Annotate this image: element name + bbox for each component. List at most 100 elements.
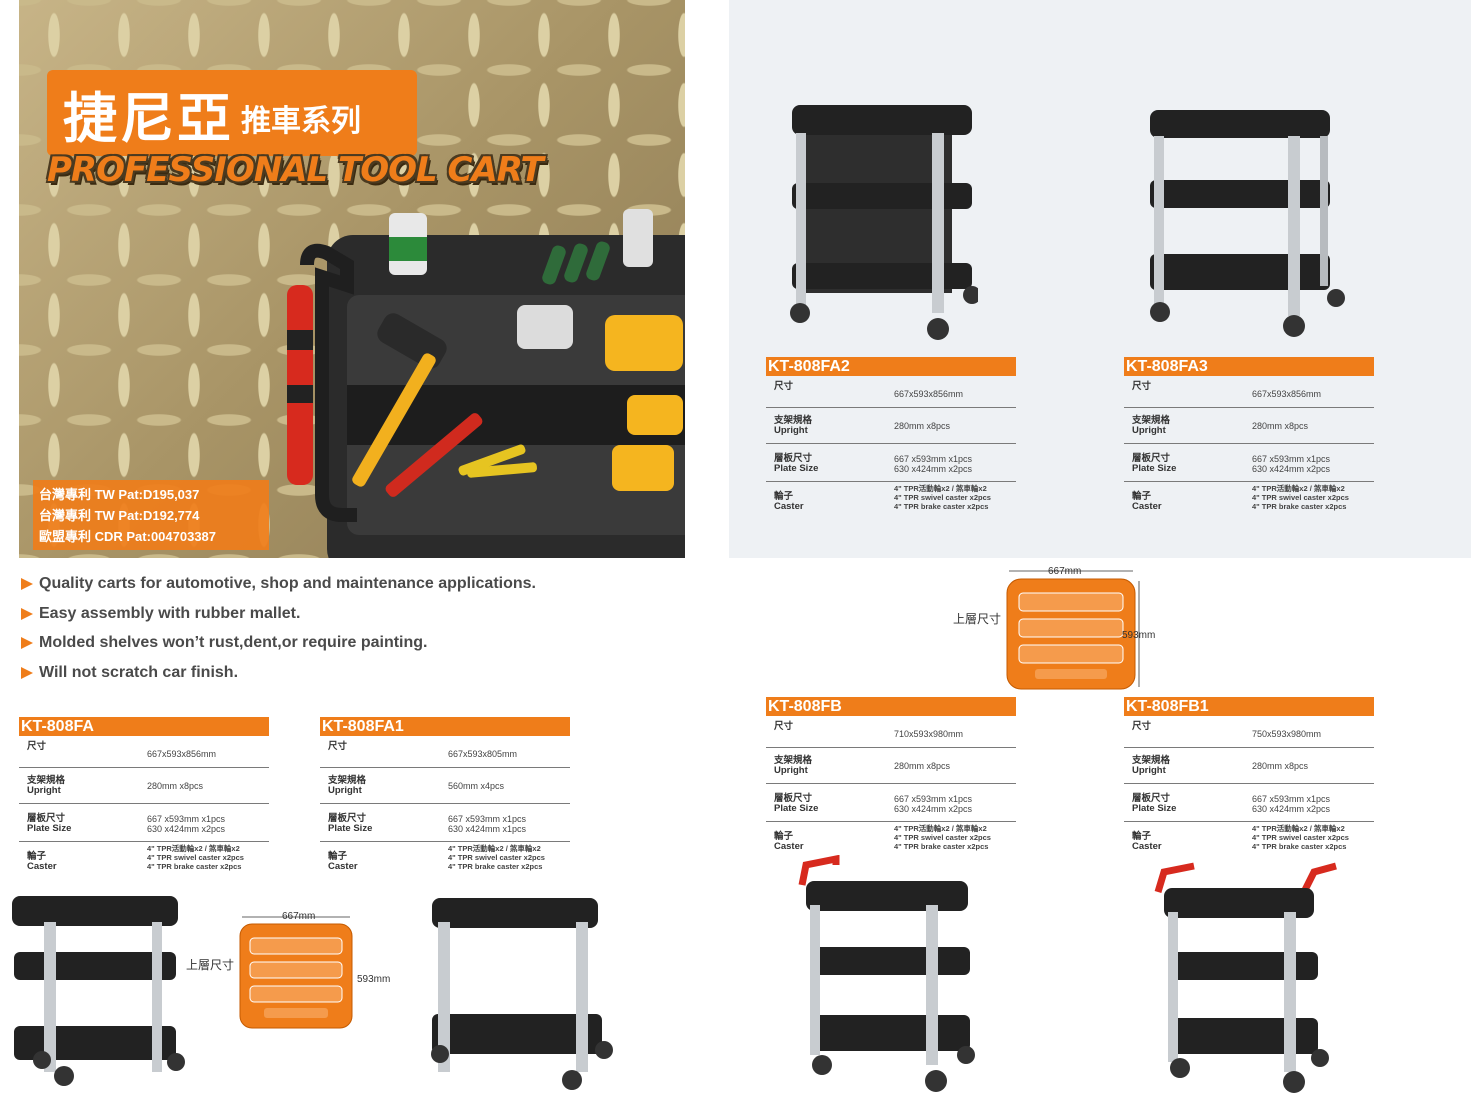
plate-label-zh: 層板尺寸 (1132, 453, 1171, 464)
caster-line: 4" TPR swivel caster x2pcs (894, 493, 991, 502)
arrow-icon (21, 637, 33, 649)
model-header: KT-808FB1 (1124, 697, 1374, 716)
plan-title: 上層尺寸 (953, 612, 1002, 626)
plan-width-label: 667mm (282, 911, 316, 922)
plate-label-zh: 層板尺寸 (328, 813, 367, 824)
caster-label-en: Caster (1132, 841, 1162, 852)
size-value: 667x593x856mm (147, 749, 217, 759)
feature-item: Easy assembly with rubber mallet. (19, 602, 536, 632)
caster-line: 4" TPR brake caster x2pcs (894, 502, 989, 511)
caster-line: 4" TPR活動輪x2 / 煞車輪x2 (1252, 824, 1345, 833)
size-label: 尺寸 (1132, 381, 1152, 392)
upright-value: 280mm x8pcs (894, 761, 951, 771)
feature-item: Molded shelves won’t rust,dent,or requir… (19, 631, 536, 661)
caster-label-en: Caster (328, 861, 358, 872)
plate-label-en: Plate Size (1132, 803, 1177, 814)
plate-line: 667 x593mm x1pcs (894, 454, 973, 464)
caster-line: 4" TPR swivel caster x2pcs (1252, 493, 1349, 502)
upright-label-zh: 支架規格 (27, 775, 66, 786)
model-header: KT-808FA2 (766, 357, 1016, 376)
caster-line: 4" TPR活動輪x2 / 煞車輪x2 (147, 844, 240, 853)
caster-line: 4" TPR活動輪x2 / 煞車輪x2 (894, 824, 987, 833)
plate-line: 667 x593mm x1pcs (894, 794, 973, 804)
plate-label-en: Plate Size (774, 803, 819, 814)
caster-line: 4" TPR活動輪x2 / 煞車輪x2 (448, 844, 541, 853)
patent-line: 台灣專利 TW Pat:D195,037 (39, 487, 200, 502)
upright-label-en: Upright (1132, 765, 1166, 776)
hero-tool-cart-image (287, 209, 685, 558)
cart-kt-808fa2-image (790, 105, 978, 340)
plate-line: 630 x424mm x2pcs (894, 804, 973, 814)
size-value: 667x593x856mm (894, 389, 964, 399)
caster-line: 4" TPR brake caster x2pcs (147, 862, 242, 871)
plate-label-zh: 層板尺寸 (1132, 793, 1171, 804)
plate-line: 667 x593mm x1pcs (1252, 454, 1331, 464)
caster-line: 4" TPR swivel caster x2pcs (1252, 833, 1349, 842)
caster-label-en: Caster (27, 861, 57, 872)
feature-text: Quality carts for automotive, shop and m… (39, 575, 536, 592)
caster-line: 4" TPR swivel caster x2pcs (894, 833, 991, 842)
caster-line: 4" TPR brake caster x2pcs (448, 862, 543, 871)
plate-line: 630 x424mm x2pcs (1252, 464, 1331, 474)
size-value: 667x593x805mm (448, 749, 518, 759)
patent-box: 台灣專利 TW Pat:D195,037 台灣專利 TW Pat:D192,77… (33, 480, 269, 550)
plate-label-zh: 層板尺寸 (27, 813, 66, 824)
plate-line: 630 x424mm x2pcs (1252, 804, 1331, 814)
size-label: 尺寸 (328, 741, 348, 752)
caster-line: 4" TPR brake caster x2pcs (894, 842, 989, 851)
upright-value: 280mm x8pcs (894, 421, 951, 431)
cart-kt-808fb1-image (1154, 862, 1337, 1093)
caster-line: 4" TPR swivel caster x2pcs (147, 853, 244, 862)
plate-line: 667 x593mm x1pcs (1252, 794, 1331, 804)
feature-text: Molded shelves won’t rust,dent,or requir… (39, 634, 428, 651)
plate-line: 667 x593mm x1pcs (448, 814, 527, 824)
plate-label-zh: 層板尺寸 (774, 793, 813, 804)
plate-label-en: Plate Size (774, 463, 819, 474)
size-label: 尺寸 (774, 721, 794, 732)
upright-label-zh: 支架規格 (1132, 755, 1171, 766)
plate-label-en: Plate Size (328, 823, 373, 834)
cart-kt-808fb-image (798, 855, 975, 1092)
caster-label-zh: 輪子 (1132, 831, 1152, 842)
arrow-icon (21, 578, 33, 590)
caster-label-zh: 輪子 (1132, 491, 1152, 502)
arrow-icon (21, 607, 33, 620)
caster-label-en: Caster (774, 841, 804, 852)
cart-kt-808fa1-image (431, 898, 613, 1090)
plan-width-label: 667mm (1048, 566, 1082, 577)
hero-banner: 捷尼亞 推車系列 PROFESSIONAL TOOL CART (19, 0, 685, 558)
